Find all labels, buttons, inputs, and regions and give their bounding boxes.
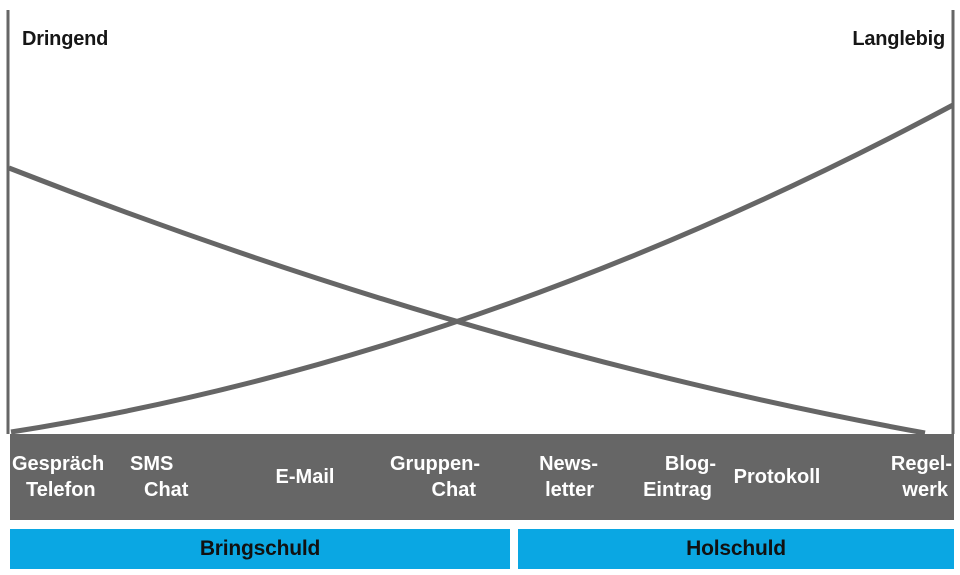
obligation-row: Bringschuld Holschuld [10,529,954,569]
obligation-label-holschuld: Holschuld [686,537,786,560]
channel-label-line2: Chat [431,479,476,501]
channel-item-blog-eintrag[interactable]: Blog- Eintrag [600,434,718,520]
channel-label-line1: News- [539,453,598,475]
longevity-line [10,102,955,435]
channel-label-line2: Eintrag [643,479,712,501]
obligation-bar-holschuld[interactable]: Holschuld [518,529,954,569]
channel-label-line1: E-Mail [275,466,335,488]
obligation-bar-divider [510,529,518,569]
channel-label-line1: Gruppen- [390,453,480,475]
obligation-label-bringschuld: Bringschuld [199,537,321,560]
channel-item-regelwerk[interactable]: Regel- werk [836,434,954,520]
channel-label-line2: letter [545,479,594,501]
channel-item-gruppen-chat[interactable]: Gruppen- Chat [364,434,482,520]
channel-item-email[interactable]: E-Mail [246,434,364,520]
channel-item-gespraech-telefon[interactable]: Gespräch Telefon [10,434,128,520]
channel-item-newsletter[interactable]: News- letter [482,434,600,520]
channel-label-line1: Blog- [664,453,716,475]
channel-label-line2: werk [902,479,948,501]
channel-label-line2: Chat [144,479,189,501]
channel-band: Gespräch Telefon SMS Chat E-Mail Gruppen… [10,434,954,520]
obligation-bar-bringschuld[interactable]: Bringschuld [10,529,510,569]
channel-item-sms-chat[interactable]: SMS Chat [128,434,246,520]
channel-label-line1: Protokoll [733,466,821,488]
channel-item-protokoll[interactable]: Protokoll [718,434,836,520]
channel-label-line1: Gespräch [12,453,105,475]
axis-label-durable: Langlebig [852,28,945,50]
axis-label-urgent: Dringend [22,28,109,50]
channel-label-line1: Regel- [890,453,952,475]
urgency-line [8,165,926,436]
channel-label-line2: Telefon [26,479,96,501]
channel-label-line1: SMS [130,453,174,475]
